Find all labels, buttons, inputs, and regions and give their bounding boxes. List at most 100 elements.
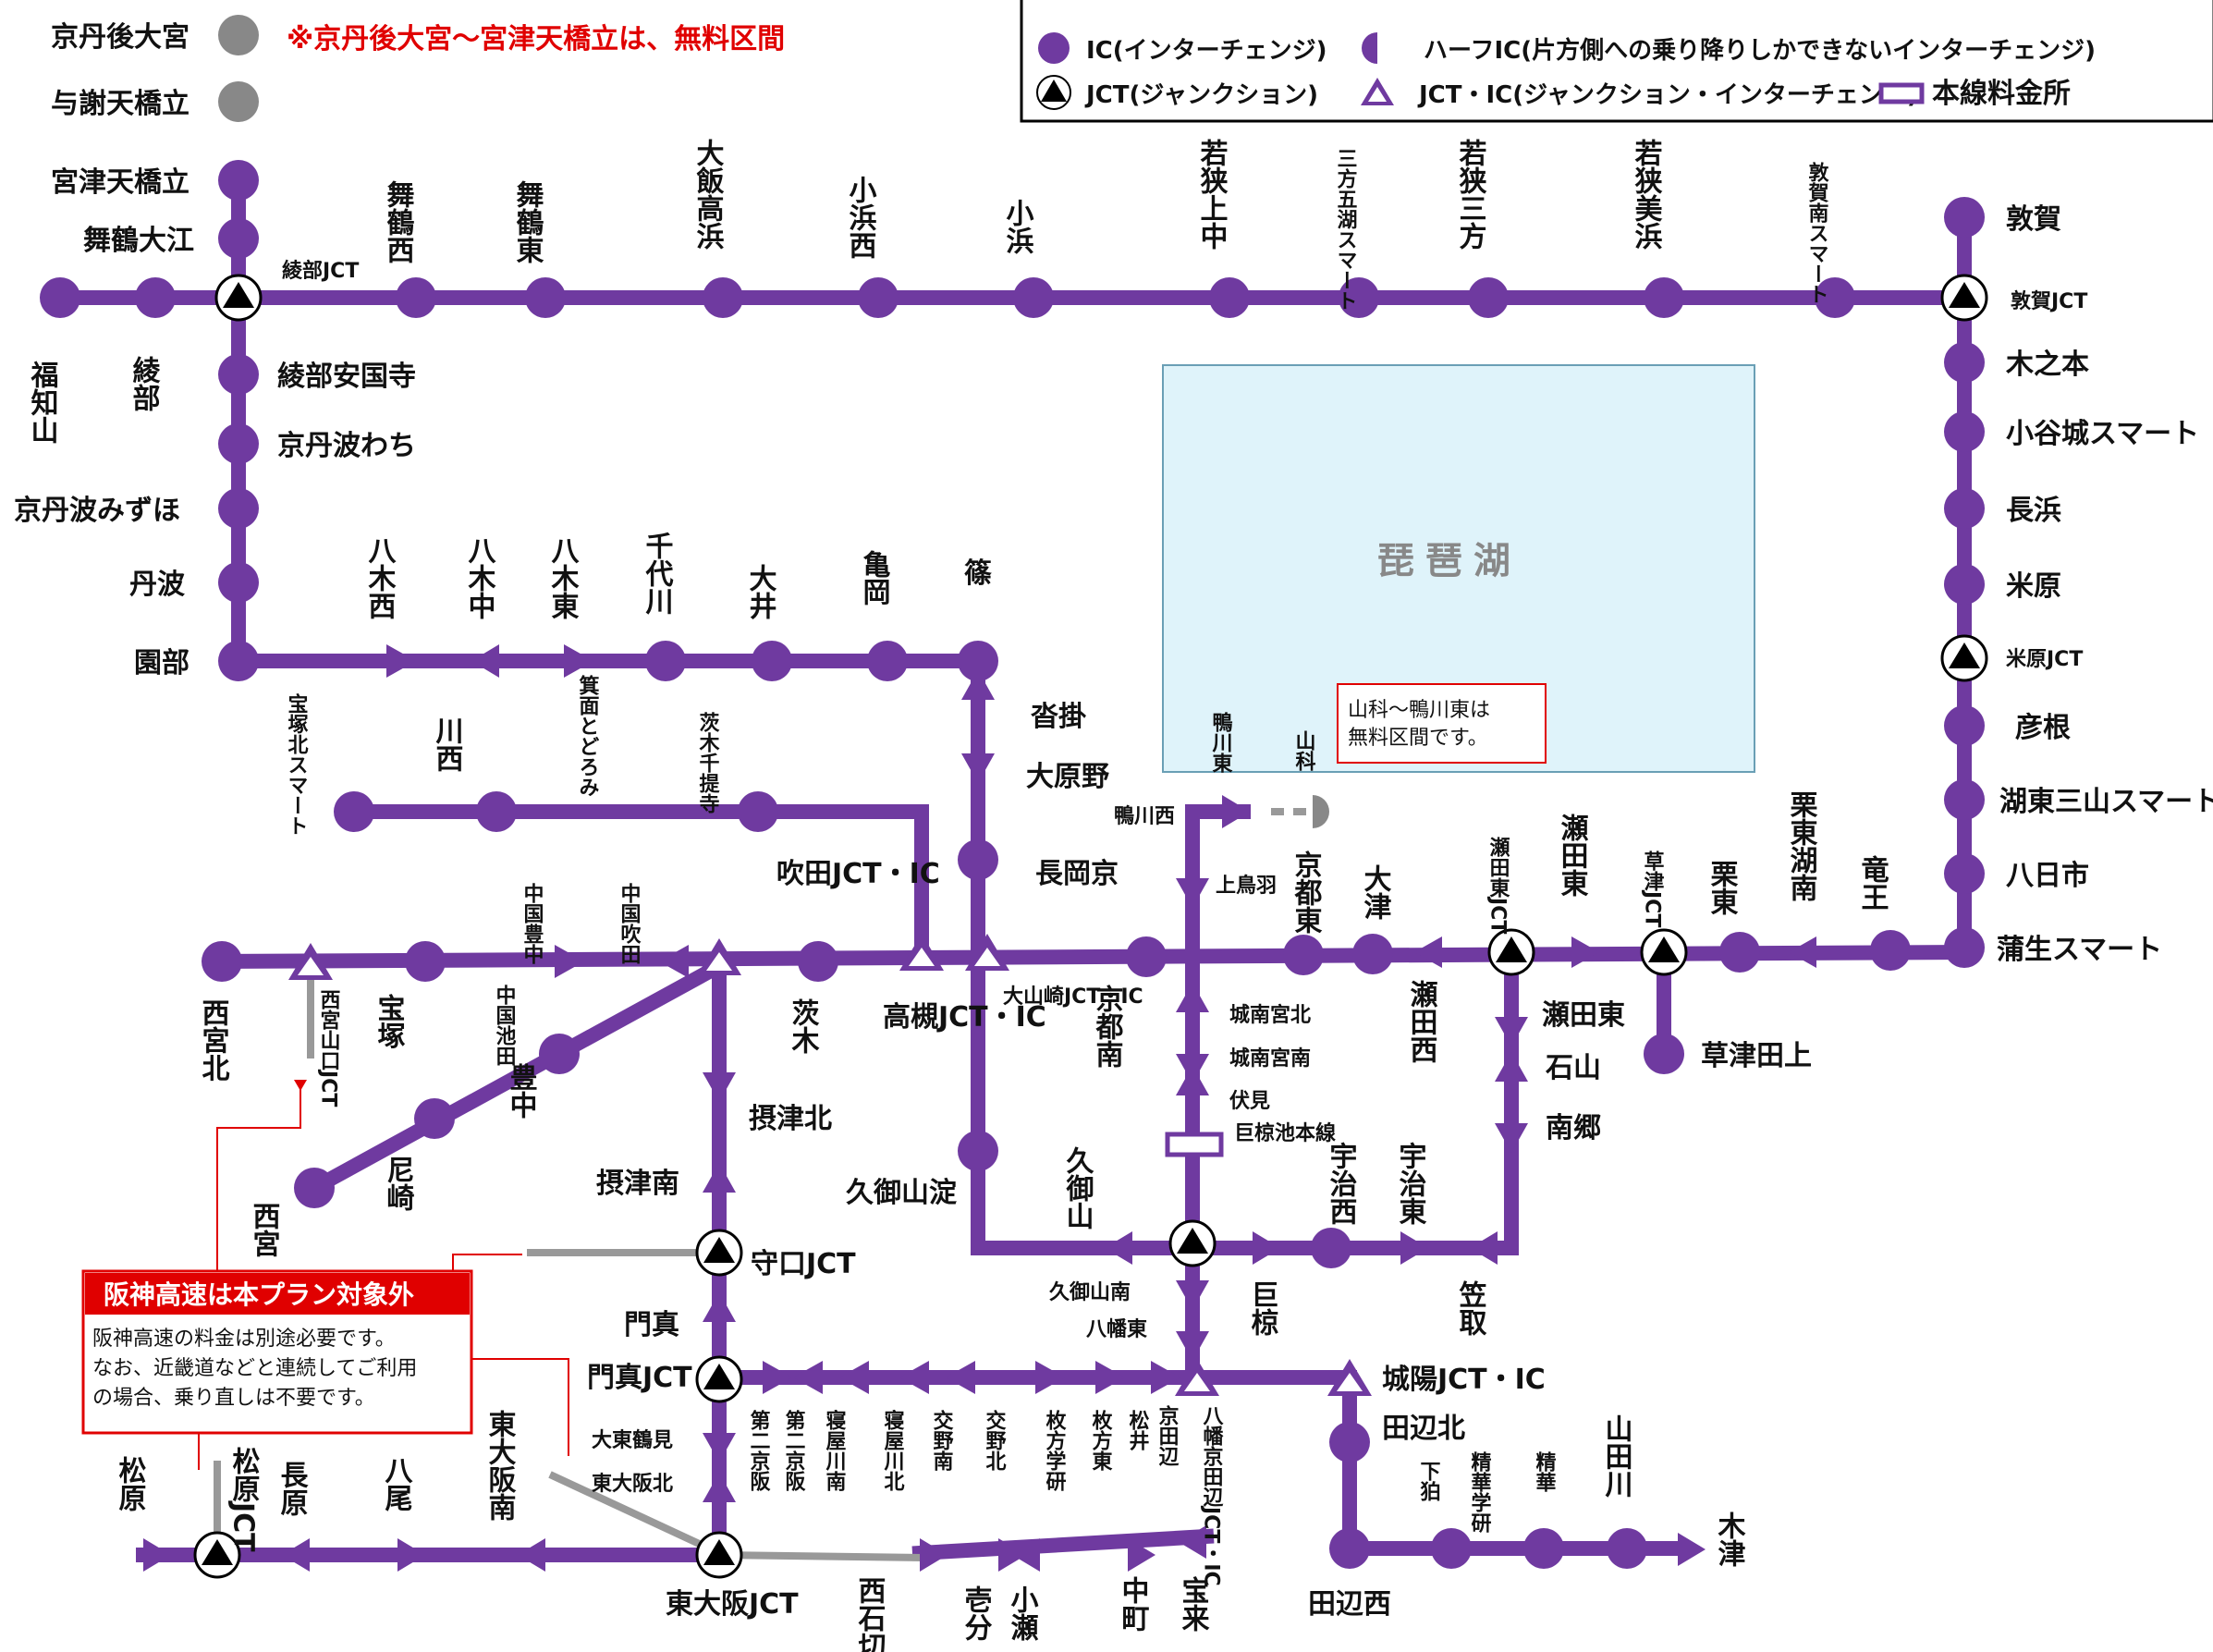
- matsubara-jct-marker: [193, 1531, 241, 1579]
- label-maizuru-oe: 舞鶴大江: [83, 225, 194, 257]
- label-daito-tsurumi: 大東鶴見: [592, 1428, 673, 1452]
- legend-toll-gate-icon: [1878, 82, 1925, 104]
- label-ayabe-jct: 綾部JCT: [282, 259, 359, 283]
- label-oyamazaki: 大山崎JCT・IC: [1003, 985, 1143, 1009]
- label-toyonaka: 豊中: [505, 1063, 537, 1119]
- label-amagasaki: 尼崎: [382, 1156, 415, 1211]
- label-kameoka: 亀岡: [858, 550, 891, 606]
- label-matsubara: 松原: [114, 1456, 147, 1511]
- seta-higashi-jct-marker: [1487, 928, 1535, 976]
- label-settsu-kita: 摂津北: [749, 1103, 832, 1135]
- label-miyazu-amanohashidate: 宮津天橋立: [51, 166, 190, 199]
- label-yagi-naka: 八木中: [463, 536, 497, 619]
- label-ritto: 栗東: [1706, 860, 1739, 915]
- label-yao: 八尾: [380, 1456, 413, 1512]
- label-kasatori: 笠取: [1454, 1279, 1487, 1336]
- kusatsu-jct-marker: [1640, 928, 1688, 976]
- label-mikatagoko-smart: 三方五湖スマート: [1334, 148, 1358, 311]
- label-kadoma: 門真: [624, 1309, 679, 1341]
- label-seika-gakken: 精華学研: [1468, 1450, 1492, 1534]
- maibara-jct-marker: [1940, 634, 1988, 682]
- label-katano-minami: 交野南: [930, 1409, 954, 1471]
- label-koto-sanzan-smart: 湖東三山スマート: [1999, 786, 2213, 818]
- label-kinomoto: 木之本: [2005, 349, 2089, 381]
- legend-half-ic-icon: [1362, 32, 1377, 64]
- label-hirakata-gakken: 枚方学研: [1043, 1409, 1067, 1492]
- label-higashiosaka-minami: 東大阪南: [483, 1410, 517, 1521]
- label-shino: 篠: [964, 557, 992, 590]
- ayabe-jct-marker: [214, 274, 263, 322]
- label-yagi-higashi: 八木東: [546, 536, 581, 619]
- label-takarazuka-kita-smart: 宝塚北スマート: [285, 692, 309, 836]
- label-obama: 小浜: [1001, 199, 1034, 254]
- label-nagahara: 長原: [275, 1461, 309, 1516]
- label-nishinomiya-yamaguchi-jct: 西宮山口JCT: [317, 989, 341, 1107]
- label-nagahama: 長浜: [2006, 495, 2061, 527]
- hanshin-notice: 阪神高速は本プラン対象外 阪神高速の料金は別途必要です。 なお、近畿道などと連続…: [81, 1080, 569, 1470]
- label-yawata-jct: 八幡京田辺JCT・IC: [1200, 1405, 1224, 1586]
- label-kyotamba-mizuho: 京丹波みずほ: [14, 495, 180, 527]
- label-yokaichi: 八日市: [2006, 860, 2089, 892]
- label-settsu-minami: 摂津南: [596, 1168, 679, 1200]
- label-kumiyama-minami: 久御山南: [1049, 1280, 1131, 1304]
- label-fukuchiyama: 福知山: [26, 361, 60, 444]
- label-minoh-todoromi: 箕面とどろみ: [576, 674, 600, 797]
- label-suita-jct: 吹田JCT・IC: [776, 858, 940, 890]
- label-matsui: 松井: [1126, 1410, 1150, 1451]
- label-chiyokawa: 千代川: [641, 532, 675, 615]
- hanshin-notice-line1: 阪神高速の料金は別途必要です。: [92, 1328, 396, 1351]
- label-chugoku-ikeda: 中国池田: [493, 985, 517, 1066]
- hanshin-notice-line2: なお、近畿道などと連続してご利用: [92, 1357, 417, 1380]
- label-yawata-higashi: 八幡東: [1086, 1318, 1147, 1341]
- label-ibaraki: 茨木: [787, 998, 821, 1054]
- label-yamadagawa: 山田川: [1600, 1414, 1633, 1498]
- label-tsuruga-smart: 敦賀南スマート: [1805, 161, 1830, 304]
- label-kizu: 木津: [1713, 1511, 1747, 1567]
- label-wakasa-kaminaka: 若狭上中: [1195, 139, 1229, 250]
- free-note-line2: 無料区間です。: [1348, 727, 1488, 750]
- label-otsu: 大津: [1359, 864, 1392, 920]
- label-fushimi: 伏見: [1229, 1089, 1270, 1113]
- label-maizuru-higashi: 舞鶴東: [511, 180, 544, 263]
- tsuruga-jct-marker: [1940, 274, 1988, 322]
- legend-ic-icon: [1038, 32, 1070, 64]
- label-ryuo: 竜王: [1856, 854, 1889, 911]
- label-maibara-jct: 米原JCT: [2006, 648, 2083, 671]
- label-nishinomiya-kita: 西宮北: [197, 998, 230, 1082]
- label-kyoto-minami: 京都南: [1091, 984, 1125, 1068]
- kadoma-jct-marker: [695, 1355, 743, 1403]
- label-seta-nishi: 瀬田西: [1405, 980, 1438, 1063]
- label-higashiosaka-kita: 東大阪北: [592, 1473, 673, 1496]
- label-oi: 大井: [744, 564, 777, 620]
- label-kusatsu-jct: 草津JCT: [1641, 850, 1665, 927]
- legend-jct-label: JCT(ジャンクション): [1084, 81, 1318, 109]
- label-kamogawa-higashi: 鴨川東: [1209, 712, 1234, 773]
- label-horai: 宝来: [1177, 1575, 1210, 1632]
- label-koze: 小瀬: [1006, 1585, 1039, 1642]
- label-ogura-honsen: 巨椋池本線: [1234, 1121, 1336, 1145]
- label-yosa-amanohashidate: 与謝天橋立: [51, 88, 190, 120]
- svg-text:山科〜鴨川東は 無料区間です。: 山科〜鴨川東は 無料区間です。: [1348, 699, 1497, 750]
- label-tanabe-kita: 田辺北: [1382, 1413, 1465, 1445]
- legend-half-ic-label: ハーフIC(片方側への乗り降りしかできないインターチェンジ): [1424, 36, 2096, 65]
- label-nishinomiya: 西宮: [248, 1202, 280, 1257]
- free-note-line1: 山科〜鴨川東は: [1348, 699, 1490, 722]
- label-ayabe: 綾部: [128, 356, 161, 411]
- label-kutsukake: 沓掛: [1031, 701, 1086, 733]
- label-ichibu: 壱分: [960, 1585, 993, 1642]
- label-kyoto-higashi: 京都東: [1290, 850, 1324, 934]
- label-jonan-miyaminami: 城南宮南: [1229, 1046, 1311, 1071]
- label-ishiyama: 石山: [1545, 1052, 1601, 1084]
- label-matsubara-jct: 松原JCT: [227, 1447, 261, 1552]
- label-tsuruga-jct: 敦賀JCT: [2011, 289, 2087, 313]
- label-chugoku-suita: 中国吹田: [617, 883, 641, 964]
- label-seta-higashi-ic: 瀬田東: [1542, 999, 1625, 1032]
- label-tanabe-nishi: 田辺西: [1308, 1588, 1391, 1621]
- label-sonobe: 園部: [134, 647, 190, 679]
- legend-ic-label: IC(インターチェンジ): [1086, 37, 1327, 65]
- label-higashiosaka-jct: 東大阪JCT: [666, 1588, 799, 1621]
- label-katano-kita: 交野北: [983, 1409, 1007, 1471]
- label-tamba: 丹波: [129, 569, 186, 601]
- label-gamo-smart: 蒲生スマート: [1997, 934, 2162, 966]
- label-oharano: 大原野: [1026, 761, 1109, 793]
